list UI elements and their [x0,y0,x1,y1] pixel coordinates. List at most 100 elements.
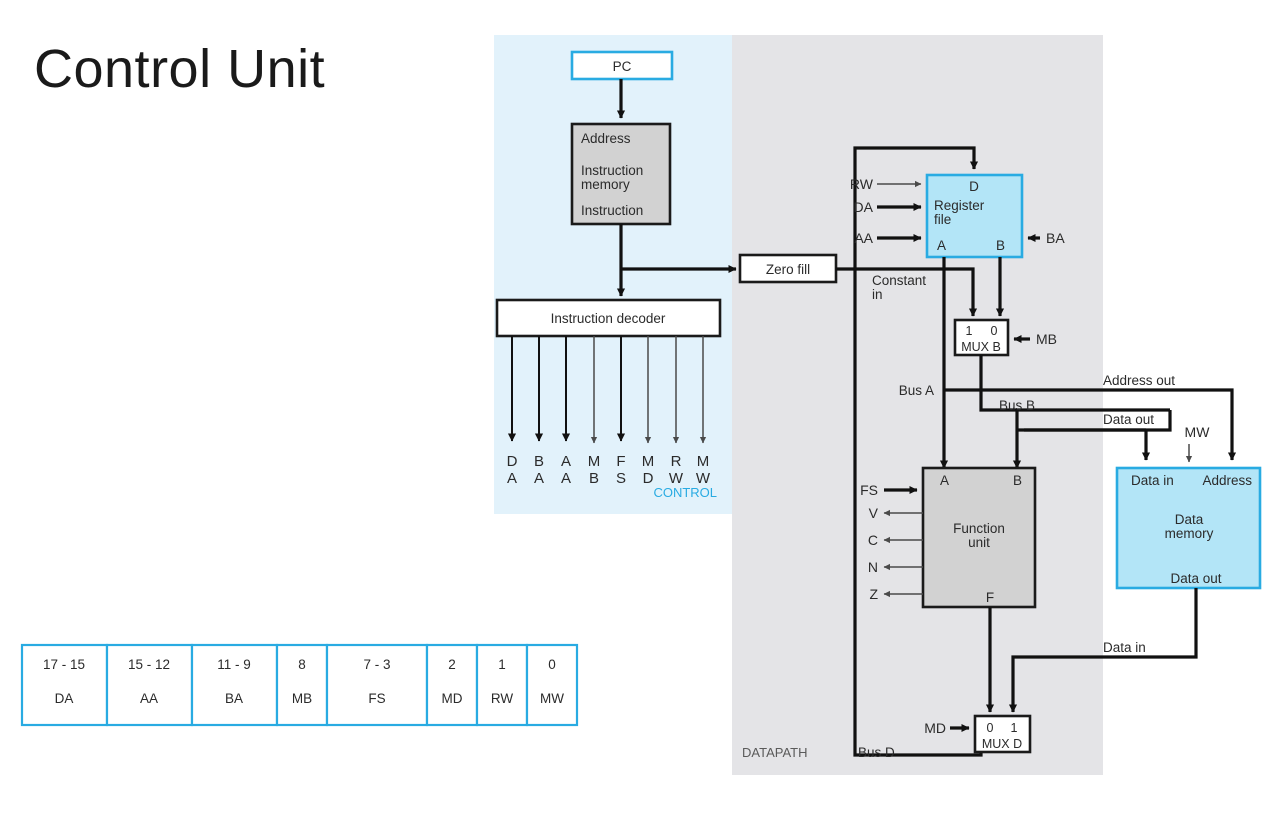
instruction-decoder-box[interactable] [495,298,722,338]
format-bits-da: 17 - 15 [43,657,85,672]
data-memory-port-data-in: Data in [1131,473,1174,488]
data-out-rail-label: Data out [1103,412,1154,427]
format-name-rw: RW [491,691,514,706]
zero-fill-label: Zero fill [766,262,810,277]
format-name-da: DA [55,691,74,706]
data-in-label: Data in [1103,640,1146,655]
data-memory-name-line2: memory [1165,526,1214,541]
datapath-panel-background [732,35,1103,775]
control-panel-tag: CONTROL [653,485,717,500]
instruction-decoder-label: Instruction decoder [551,311,666,326]
function-unit-flag-n-label: N [868,559,878,575]
control-signal-ba-line1: B [534,453,544,470]
function-unit-name-line2: unit [968,535,990,550]
control-signal-da-line2: A [507,470,517,487]
mux-b-select-1: 1 [966,324,973,338]
data-memory-control-mw-label: MW [1185,424,1211,440]
register-file-port-b: B [996,238,1005,253]
pc-label: PC [613,59,632,74]
format-bits-mb: 8 [298,657,306,672]
function-unit-flag-v-label: V [869,505,879,521]
format-name-md: MD [442,691,463,706]
page-title: Control Unit [34,39,326,99]
function-unit-port-f: F [986,590,994,605]
format-cell-mb[interactable] [275,643,329,727]
format-bits-md: 2 [448,657,456,672]
register-file-name-line1: Register [934,198,985,213]
register-file-input-aa-label: AA [854,230,873,246]
datapath-panel-tag: DATAPATH [742,745,807,760]
instruction-format-table: 17 - 15 DA 15 - 12 AA 11 - 9 BA 8 MB 7 -… [20,643,579,727]
control-panel-background [494,35,732,514]
control-signal-mw-line2: W [696,470,711,487]
control-signal-md-line1: M [642,453,655,470]
format-name-fs: FS [368,691,385,706]
function-unit-flag-c-label: C [868,532,878,548]
control-signal-mw-line1: M [697,453,710,470]
wire-mux-b-to-bus-b [979,355,1170,412]
constant-in-line2: in [872,287,883,302]
register-file-input-rw-label: RW [850,176,874,192]
control-signal-ba-line2: A [534,470,544,487]
mux-b-label: MUX B [961,340,1001,354]
mux-d-select-1: 1 [1011,721,1018,735]
format-bits-ba: 11 - 9 [217,657,251,672]
mux-d-box[interactable] [973,714,1032,754]
pc-box[interactable] [570,50,674,81]
instruction-memory-name-line2: memory [581,177,630,192]
control-signal-fs-line1: F [616,453,625,470]
control-signal-fs-line2: S [616,470,626,487]
format-cell-aa[interactable] [105,643,194,727]
format-cell-md[interactable] [425,643,479,727]
format-cell-fs[interactable] [325,643,429,727]
format-bits-rw: 1 [498,657,506,672]
format-name-mw: MW [540,691,564,706]
register-file-input-da-label: DA [854,199,874,215]
function-unit-name-line1: Function [953,521,1005,536]
instruction-memory-port-address: Address [581,131,631,146]
format-bits-aa: 15 - 12 [128,657,170,672]
format-name-ba: BA [225,691,243,706]
control-signal-mb-line2: B [589,470,599,487]
control-signal-md-line2: D [643,470,654,487]
address-out-label: Address out [1103,373,1175,388]
data-memory-name-line1: Data [1175,512,1204,527]
format-name-aa: AA [140,691,158,706]
format-cell-ba[interactable] [190,643,279,727]
register-file-port-d: D [969,179,979,194]
control-signal-aa-line1: A [561,453,571,470]
bus-a-label: Bus A [899,383,934,398]
control-signal-mb-line1: M [588,453,601,470]
function-unit-box[interactable] [921,466,1037,609]
format-bits-mw: 0 [548,657,556,672]
control-signal-rw-line1: R [671,453,682,470]
format-cell-mw[interactable] [525,643,579,727]
instruction-memory-name-line1: Instruction [581,163,643,178]
zero-fill-box[interactable] [738,253,838,284]
data-memory-port-data-out: Data out [1170,571,1221,586]
control-signal-rw-line2: W [669,470,684,487]
function-unit-input-fs-label: FS [860,482,878,498]
format-bits-fs: 7 - 3 [363,657,390,672]
register-file-box[interactable] [925,173,1024,259]
mux-b-select-0: 0 [991,324,998,338]
constant-in-line1: Constant [872,273,926,288]
bus-b-label: Bus B [999,398,1035,413]
mux-d-control-label: MD [924,720,946,736]
control-signal-da-line1: D [507,453,518,470]
control-signal-labels: D A B A A A M B F S M D R W M W [507,453,711,487]
control-signal-aa-line2: A [561,470,571,487]
register-file-port-a: A [937,238,946,253]
mux-b-control-label: MB [1036,331,1057,347]
data-memory-box[interactable] [1115,466,1262,590]
bus-d-label: Bus D [858,745,895,760]
function-unit-port-a: A [940,473,949,488]
function-unit-flag-z-label: Z [869,586,878,602]
instruction-memory-port-instruction: Instruction [581,203,643,218]
format-cell-da[interactable] [20,643,109,727]
data-memory-port-address: Address [1202,473,1252,488]
wire-zero-fill-to-mux-b [836,267,978,317]
register-file-input-ba-label: BA [1046,230,1065,246]
